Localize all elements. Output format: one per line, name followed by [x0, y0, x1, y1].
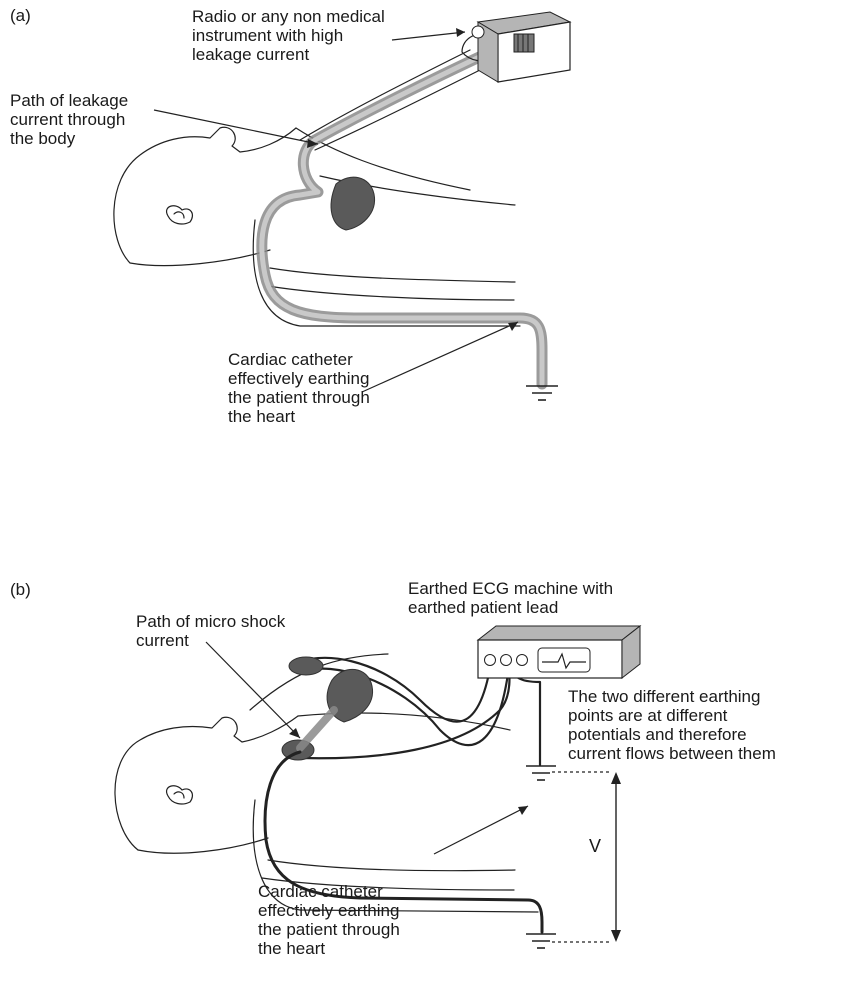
radio-label: Radio or any non medical instrument with… — [192, 7, 385, 64]
torso-mid-a — [270, 268, 515, 282]
voltage-arrow — [611, 772, 621, 942]
torso-bottom-a — [268, 286, 514, 300]
torso-mid-b — [268, 860, 515, 871]
patient-jaw-a — [130, 250, 270, 266]
panel-a-tag: (a) — [10, 6, 31, 26]
panel-b-tag: (b) — [10, 580, 31, 600]
ground-symbol-b — [526, 934, 556, 948]
catheter-label-b: Cardiac catheter effectively earthing th… — [258, 882, 400, 958]
microshock-label: Path of micro shock current — [136, 612, 285, 650]
ear-icon-a — [167, 206, 193, 224]
panel-a: (a) Radio or any non medical instrument … — [0, 0, 847, 470]
ground-symbol-ecg — [526, 766, 556, 780]
leakage-path-label: Path of leakage current through the body — [10, 91, 128, 148]
panel-b: (b) Earthed ECG machine with earthed pat… — [0, 560, 847, 989]
patient-jaw-b — [138, 838, 268, 853]
electrode-upper — [289, 657, 323, 675]
arrow-catheter-label-b — [434, 806, 528, 854]
arrow-micro-label — [206, 642, 300, 738]
heart-a — [331, 177, 375, 230]
arrow-catheter-label-a — [362, 322, 518, 392]
radio-icon — [472, 12, 570, 82]
arrow-path-label — [154, 110, 318, 148]
earthing-points-label: The two different earthing points are at… — [568, 687, 776, 763]
ecg-machine-icon — [478, 626, 640, 678]
ecg-label: Earthed ECG machine with earthed patient… — [408, 579, 613, 617]
leakage-core-a — [262, 52, 542, 384]
ear-icon-b — [167, 786, 193, 804]
panel-b-illustration — [0, 560, 847, 989]
catheter-label-a: Cardiac catheter effectively earthing th… — [228, 350, 370, 426]
leakage-path-a — [262, 52, 542, 384]
arrow-radio-label — [392, 28, 465, 40]
panel-a-illustration — [0, 0, 847, 470]
voltage-label: V — [589, 837, 601, 856]
patient-head-a — [114, 127, 296, 263]
